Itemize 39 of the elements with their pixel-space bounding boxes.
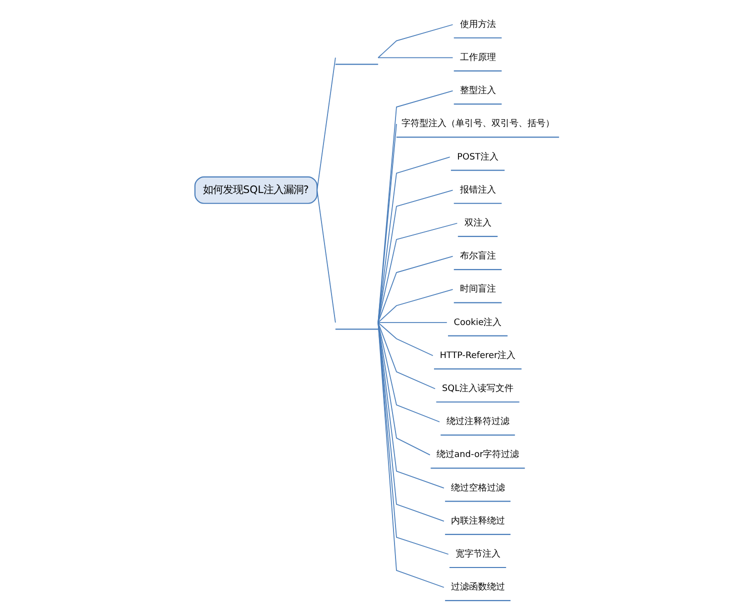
connector (377, 322, 436, 390)
connector (377, 322, 444, 522)
connector (377, 190, 453, 323)
node-text: 整型注入 (459, 86, 496, 96)
connector (377, 57, 453, 58)
connector (377, 322, 447, 323)
node-text: SQL注入读写文件 (442, 384, 513, 394)
node-text: 字符型注入（单引号、双引号、括号） (400, 119, 554, 130)
node-bar (334, 328, 378, 330)
connector (377, 322, 440, 422)
connector (377, 222, 458, 323)
node-text: HTTP-Referer注入 (439, 350, 516, 361)
connector (377, 156, 450, 323)
node-text: 绕过空格过滤 (450, 483, 504, 494)
node-text: Cookie注入 (453, 318, 502, 328)
node-text: 使用方法 (459, 20, 496, 30)
node-text: 绕过注释符过滤 (446, 417, 509, 428)
node-text: 内联注释绕过 (450, 516, 504, 526)
node-text: 宽字节注入 (454, 550, 500, 560)
connector (377, 256, 453, 323)
node-text: 时间盲注 (459, 284, 496, 295)
node-bar (334, 64, 378, 65)
connector (316, 57, 336, 191)
node-text: POST注入 (456, 152, 498, 162)
connector (377, 322, 444, 488)
connector (377, 322, 448, 555)
node-box: 如何发现SQL注入漏洞? (194, 176, 318, 204)
connector (316, 190, 336, 323)
connector (377, 289, 453, 323)
connector (377, 90, 453, 323)
node-text: 工作原理 (459, 53, 496, 64)
node-text: 报错注入 (459, 185, 496, 196)
node-text: 双注入 (464, 218, 491, 229)
connector (377, 322, 433, 356)
connector (377, 24, 453, 58)
node-text: 过滤函数绕过 (450, 582, 504, 593)
node-text: 布尔盲注 (459, 252, 496, 262)
node-text: 绕过and-or字符过滤 (436, 450, 519, 460)
connector (377, 322, 444, 588)
